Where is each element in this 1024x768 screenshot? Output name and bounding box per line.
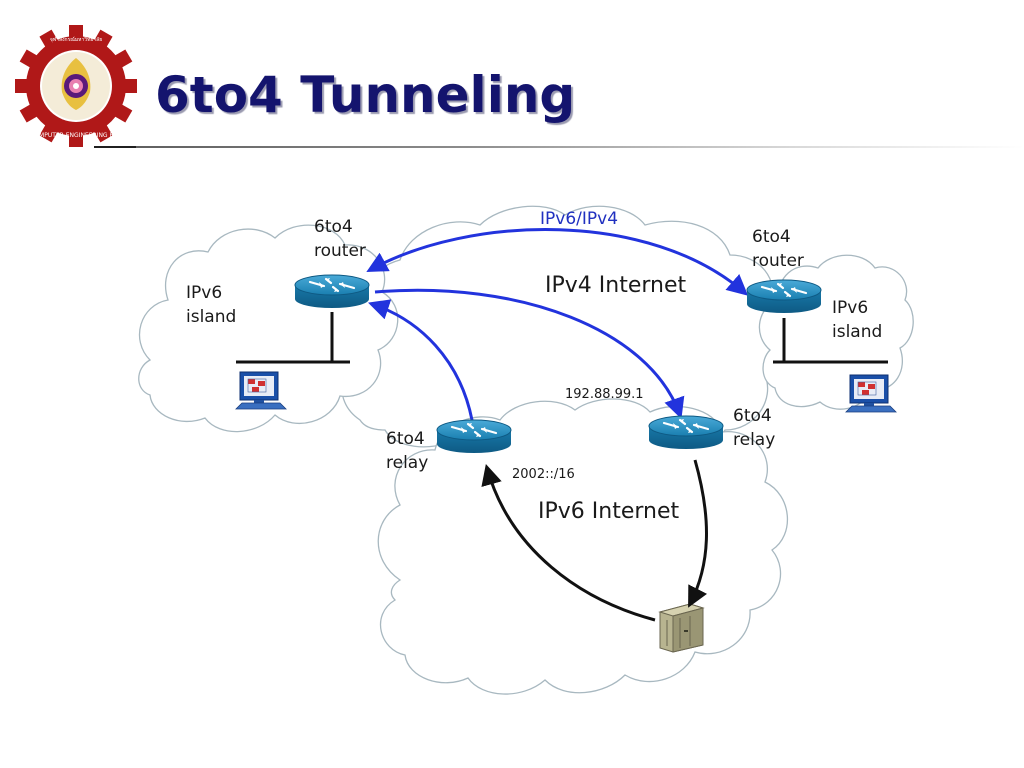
lan-right bbox=[773, 318, 888, 364]
router-icon-6to4-left bbox=[293, 273, 371, 310]
tunnel-label: IPv6/IPv4 bbox=[540, 209, 618, 229]
title-divider bbox=[94, 146, 1024, 148]
native-arrow-relay-to-server bbox=[688, 459, 708, 608]
router-icon-relay-left bbox=[435, 418, 513, 455]
ipv6-internet-label: IPv6 Internet bbox=[538, 499, 679, 524]
tunnel-arrow-router-to-relay bbox=[374, 288, 685, 419]
native-arrow-server-to-relay bbox=[481, 463, 656, 622]
tunnel-arrow-router-to-router bbox=[366, 228, 749, 296]
router-icon-6to4-right bbox=[745, 278, 823, 315]
svg-text:จุฬาลงกรณ์มหาวิทยาลัย: จุฬาลงกรณ์มหาวิทยาลัย bbox=[50, 36, 102, 43]
router-left-label-line1: 6to4 bbox=[314, 217, 353, 237]
relay-left-label-line1: 6to4 bbox=[386, 429, 425, 449]
ipv4-internet-label: IPv4 Internet bbox=[545, 273, 686, 298]
relay-left-label-line2: relay bbox=[386, 453, 428, 473]
island-right-label-line2: island bbox=[832, 322, 882, 342]
computer-icon-left bbox=[235, 371, 287, 410]
relay-right-label-line1: 6to4 bbox=[733, 406, 772, 426]
title-divider-accent bbox=[94, 146, 136, 148]
computer-icon-right bbox=[845, 374, 897, 413]
router-right-label-line1: 6to4 bbox=[752, 227, 791, 247]
svg-text:COMPUTER ENGINEERING RSU: COMPUTER ENGINEERING RSU bbox=[30, 132, 122, 139]
island-left-label-line2: island bbox=[186, 307, 236, 327]
island-right-label-line1: IPv6 bbox=[832, 298, 868, 318]
router-right-label-line2: router bbox=[752, 251, 804, 271]
relay-ipv4-address: 192.88.99.1 bbox=[565, 387, 644, 402]
tunnel-arrow-relay-to-router bbox=[368, 299, 474, 421]
island-left-label-line1: IPv6 bbox=[186, 283, 222, 303]
server-icon bbox=[658, 603, 705, 653]
router-icon-relay-right bbox=[647, 414, 725, 451]
lan-left bbox=[236, 312, 350, 364]
university-logo: จุฬาลงกรณ์มหาวิทยาลัย COMPUTER ENGINEERI… bbox=[15, 25, 137, 147]
relay-right-label-line2: relay bbox=[733, 430, 775, 450]
relay-prefix: 2002::/16 bbox=[512, 467, 575, 482]
router-left-label-line2: router bbox=[314, 241, 366, 261]
slide-title: 6to4 Tunneling bbox=[155, 66, 576, 124]
